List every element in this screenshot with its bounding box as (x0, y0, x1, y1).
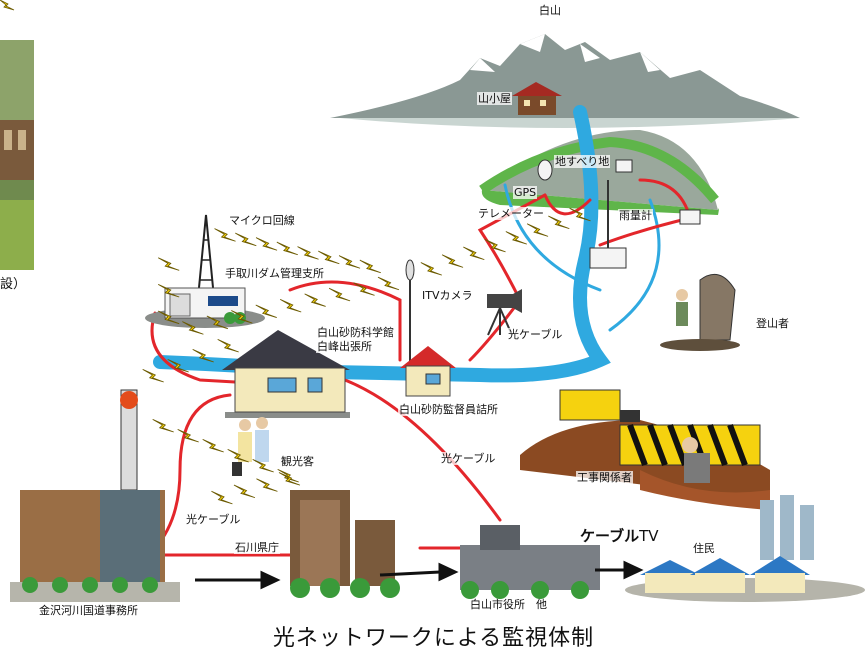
microwave-bolt (255, 237, 278, 251)
microwave-bolt (202, 439, 224, 453)
cropped-photo (0, 40, 34, 270)
microwave-bolt (233, 484, 256, 499)
supervisor-label: 白山砂防監督員詰所 (398, 403, 499, 417)
bolts-top (0, 0, 15, 11)
microwave-bolt (167, 359, 189, 373)
cable-tv-suffix: TV (639, 527, 659, 545)
supervisor-hut (400, 346, 456, 397)
microwave-bolt-chains (142, 207, 591, 505)
microwave-bolt (231, 310, 253, 324)
microwave-bolt (278, 472, 301, 486)
dam-office-label: 手取川ダム管理支所 (224, 267, 325, 281)
microwave-bolt (484, 238, 506, 253)
microwave-links (0, 0, 15, 11)
hakusan-mountain (330, 34, 800, 128)
microwave-bolt (359, 259, 381, 274)
tourist-label: 観光客 (280, 455, 315, 469)
microwave-bolt (157, 310, 180, 325)
microwave-bolt (142, 369, 164, 383)
landslide-label: 地すべり地 (554, 155, 611, 169)
fiber-label-2: 光ケーブル (440, 452, 497, 466)
microwave-bolt (206, 315, 229, 330)
mountain-hut (512, 82, 562, 115)
microwave-bolt (252, 459, 274, 473)
microwave-bolt (211, 490, 233, 505)
climber-label: 登山者 (755, 317, 790, 331)
construction-label: 工事関係者 (576, 471, 633, 485)
tourists (232, 417, 269, 476)
microwave-bolt (297, 246, 319, 260)
itv-camera (405, 259, 522, 370)
microwave-bolt (318, 250, 340, 265)
microwave-bolt (328, 287, 351, 302)
construction-site (520, 389, 770, 510)
fiber-label-3: 光ケーブル (185, 513, 242, 527)
microwave-bolt (304, 293, 326, 307)
climber (660, 273, 740, 351)
prefectural-office-label: 石川県庁 (234, 541, 280, 555)
microwave-bolt (377, 276, 400, 291)
microwave-bolt (256, 478, 278, 492)
microwave-bolt (569, 207, 591, 222)
residents-label: 住民 (692, 542, 716, 556)
microwave-bolt (548, 215, 570, 230)
microwave-bolt (157, 284, 180, 298)
kanazawa-office (10, 389, 180, 602)
microwave-bolt (217, 339, 239, 353)
prefectural-office (290, 490, 400, 598)
science-hall-label-2: 白峰出張所 (316, 340, 373, 354)
microwave-bolt (157, 257, 180, 271)
microwave-bolt (214, 228, 236, 242)
cable-tv-label: ケーブルTV (580, 527, 659, 545)
city-hall-label: 白山市役所 他 (470, 598, 547, 611)
microwave-bolt (338, 255, 361, 269)
science-hall (222, 330, 350, 418)
microwave-bolt (505, 231, 527, 245)
microwave-bolt (441, 254, 464, 268)
microwave-bolt (235, 232, 257, 247)
partial-left-label: 設） (0, 277, 27, 292)
kanazawa-office-label: 金沢河川国道事務所 (39, 604, 138, 617)
cable-tv-main: ケーブル (580, 527, 640, 545)
microwave-bolt (353, 282, 375, 296)
residences (625, 495, 865, 602)
microwave-bolt (526, 223, 549, 237)
gps-label: GPS (513, 186, 538, 200)
telemeter-label: テレメーター (477, 207, 545, 221)
microwave-bolt (463, 246, 485, 261)
mountain-hut-label: 山小屋 (477, 92, 512, 106)
itv-camera-label: ITVカメラ (421, 289, 474, 303)
microwave-bolt (277, 469, 299, 483)
microwave-bolt (255, 304, 277, 318)
microwave-bolt (177, 429, 199, 443)
microwave-label: マイクロ回線 (228, 214, 296, 228)
hakusan-label: 白山 (539, 4, 561, 17)
city-hall (460, 525, 600, 599)
science-hall-label-1: 白山砂防科学館 (316, 326, 395, 340)
microwave-bolt (276, 241, 298, 256)
microwave-bolt (279, 299, 302, 313)
flow-arrows (195, 560, 644, 590)
raingauge-label: 雨量計 (618, 209, 653, 223)
microwave-bolt (182, 321, 204, 335)
microwave-bolt (227, 449, 249, 463)
diagram-title: 光ネットワークによる監視体制 (272, 626, 595, 651)
microwave-bolt (420, 262, 442, 276)
microwave-bolt (192, 349, 214, 363)
telemeter-station (537, 159, 701, 269)
microwave-bolt (152, 419, 174, 433)
fiber-label-1: 光ケーブル (507, 328, 564, 342)
